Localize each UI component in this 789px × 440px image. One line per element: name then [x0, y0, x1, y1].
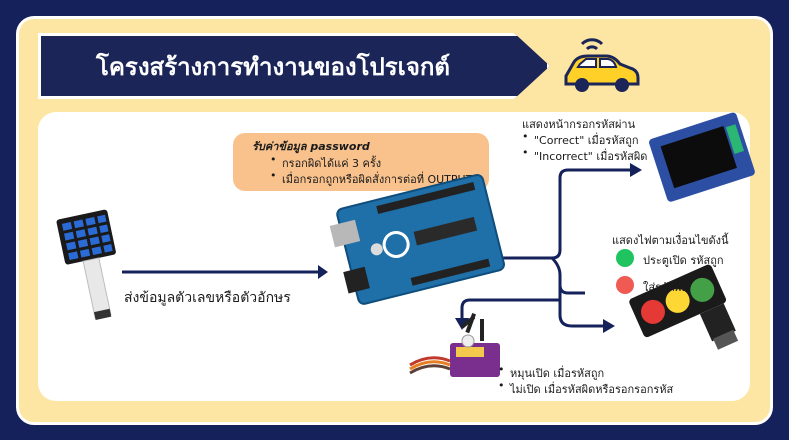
note-item-1: กรอกผิดได้แค่ 3 ครั้ง: [282, 157, 382, 170]
red-light-dot: [616, 276, 634, 294]
arrow-heads: [318, 163, 642, 333]
password-note-box: [233, 133, 489, 191]
oled-item-1: "Correct" เมื่อรหัสถูก: [534, 134, 639, 147]
page-title: โครงสร้างการทำงานของโปรเจกต์: [95, 52, 451, 81]
note-bullet-1: •: [270, 153, 277, 166]
arduino-board-icon: [329, 173, 505, 305]
lights-heading: แสดงไฟตามเงื่อนไขดังนี้: [612, 234, 729, 247]
servo-item-2: ไม่เปิด เมื่อรหัสผิดหรือรอกรอกรหัส: [510, 383, 674, 396]
green-light-label: ประตูเปิด รหัสถูก: [643, 254, 724, 267]
keypad-icon: [56, 209, 116, 320]
servo-bullet-2: •: [498, 379, 505, 392]
servo-motor-icon: [409, 313, 500, 377]
oled-heading: แสดงหน้ากรอกรหัสผ่าน: [522, 118, 636, 131]
note-heading: รับค่าข้อมูล password: [252, 140, 370, 153]
servo-bullet-1: •: [498, 363, 505, 376]
traffic-light-icon: [629, 264, 739, 350]
connector-lines: [122, 168, 630, 328]
green-light-dot: [616, 249, 634, 267]
note-bullet-2: •: [270, 169, 277, 182]
oled-item-2: "Incorrect" เมื่อรหัสผิด: [534, 150, 648, 163]
red-light-label: ใส่รหัสผิด: [643, 281, 689, 294]
oled-bullet-2: •: [522, 146, 529, 159]
oled-bullet-1: •: [522, 130, 529, 143]
title-banner: [38, 33, 550, 99]
servo-item-1: หมุนเปิด เมื่อรหัสถูก: [510, 367, 605, 380]
note-item-2: เมื่อกรอกถูกหรือผิดสั่งการต่อที่ OUTPUT: [282, 173, 473, 186]
keypad-caption: ส่งข้อมูลตัวเลขหรือตัวอักษร: [124, 290, 291, 306]
oled-display-icon: [649, 112, 755, 202]
